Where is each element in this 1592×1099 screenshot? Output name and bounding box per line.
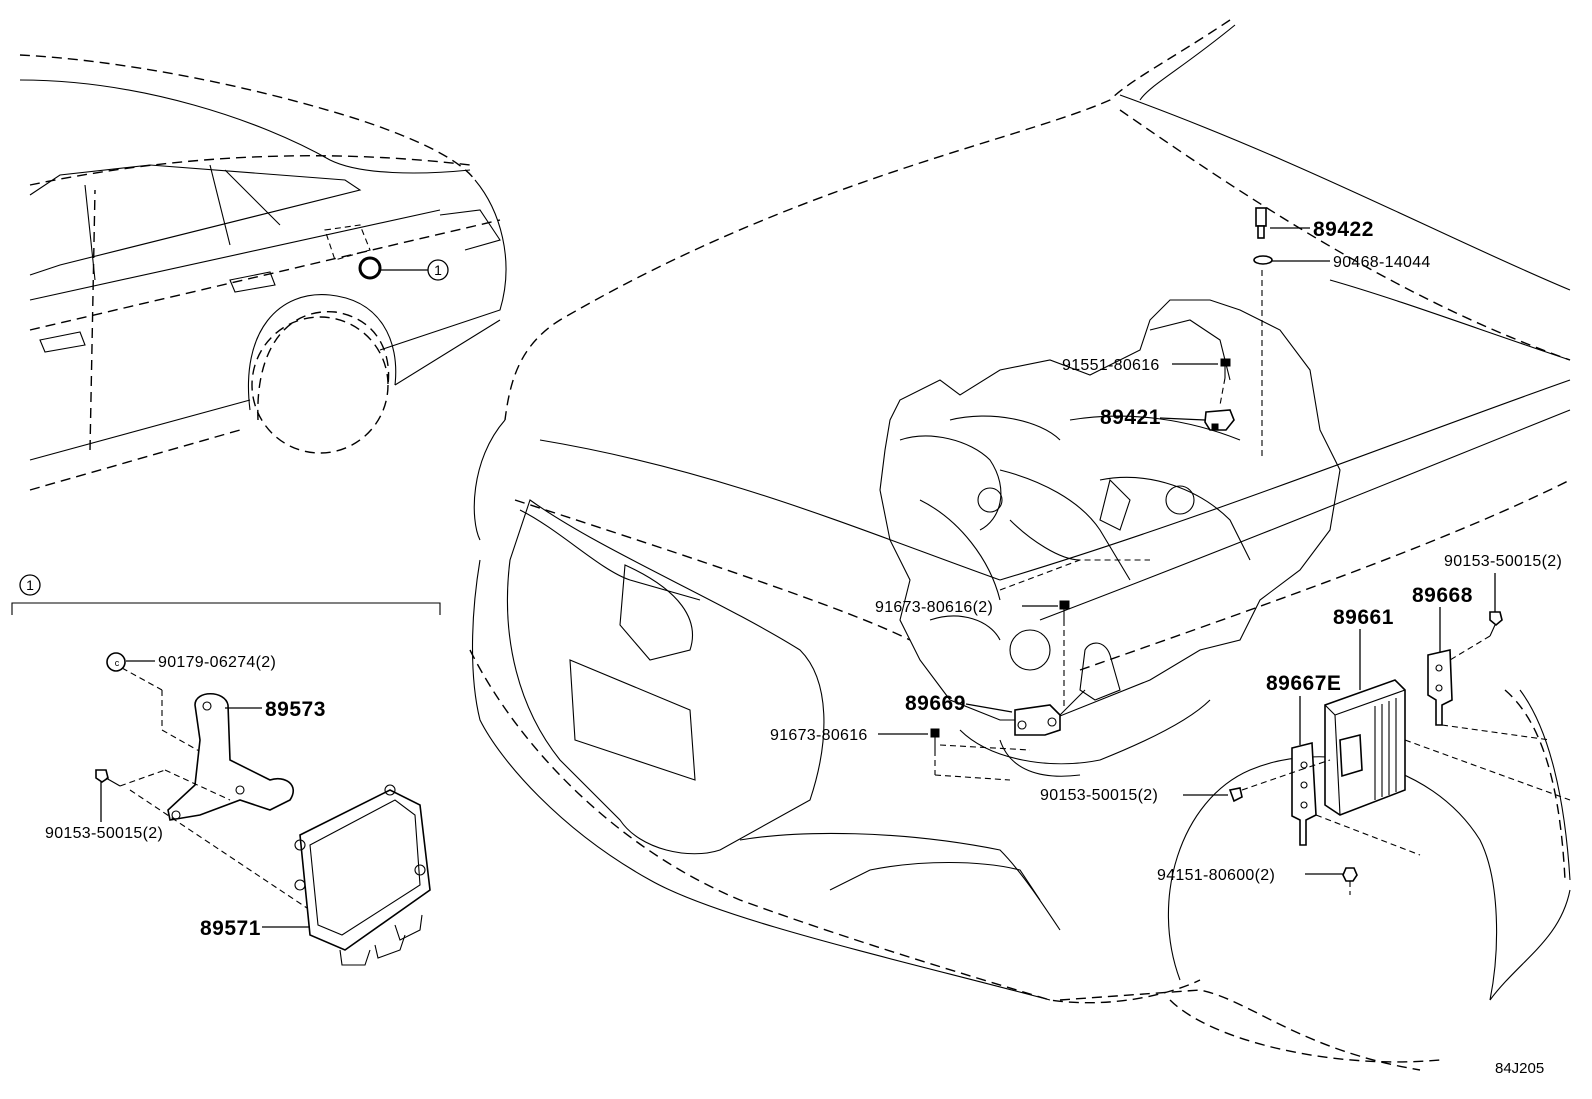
part-89421: 89421 (1100, 406, 1235, 431)
label-89571: 89571 (200, 917, 261, 940)
callout-1-on-car: 1 (358, 256, 449, 281)
label-90153-50015-right: 90153-50015(2) (1444, 553, 1562, 570)
label-90179-06274: 90179-06274(2) (158, 654, 276, 671)
label-91551-80616: 91551-80616 (1062, 357, 1160, 374)
part-89667E: 89667E (1266, 672, 1341, 846)
illustration-code: 84J205 (1495, 1060, 1544, 1077)
label-89661: 89661 (1333, 606, 1394, 629)
rear-car-illustration (19, 54, 507, 491)
label-94151-80600: 94151-80600(2) (1157, 867, 1275, 884)
part-89573: 89573 (167, 692, 326, 821)
label-89422: 89422 (1313, 218, 1374, 241)
part-90468-14044: 90468-14044 (1253, 254, 1431, 460)
part-89422: 89422 (1255, 207, 1374, 241)
label-89421: 89421 (1100, 406, 1161, 429)
part-89661: 89661 (1324, 606, 1571, 816)
label-89667E: 89667E (1266, 672, 1341, 695)
label-89669: 89669 (905, 692, 966, 715)
part-94151-80600: 94151-80600(2) (1157, 867, 1358, 895)
label-89668: 89668 (1412, 584, 1473, 607)
label-91673-80616-2: 91673-80616(2) (875, 599, 993, 616)
part-91673-80616: 91673-80616 (770, 727, 1031, 781)
part-90153-50015-mid: 90153-50015(2) (1040, 759, 1421, 856)
svg-text:c: c (115, 658, 120, 668)
label-90153-50015-left: 90153-50015(2) (45, 825, 163, 842)
part-91551-80616: 91551-80616 (1062, 357, 1231, 406)
label-89573: 89573 (265, 698, 326, 721)
part-89669: 89669 (905, 642, 1121, 736)
callout-number: 1 (434, 262, 442, 278)
part-90153-50015-right: 90153-50015(2) (1444, 553, 1562, 661)
part-89571: 89571 (200, 784, 431, 966)
label-90468-14044: 90468-14044 (1333, 254, 1431, 271)
part-90153-50015-left: 90153-50015(2) (45, 769, 311, 911)
part-91673-80616-2: 91673-80616(2) (875, 599, 1070, 710)
inset-callout-number: 1 (26, 577, 34, 593)
inset-callout-1: 1 (11, 574, 441, 615)
label-90153-50015-mid: 90153-50015(2) (1040, 787, 1158, 804)
part-90179-06274: c 90179-06274(2) (106, 652, 276, 761)
label-91673-80616: 91673-80616 (770, 727, 868, 744)
front-car-illustration (469, 19, 1571, 1071)
part-89668: 89668 (1412, 584, 1551, 741)
